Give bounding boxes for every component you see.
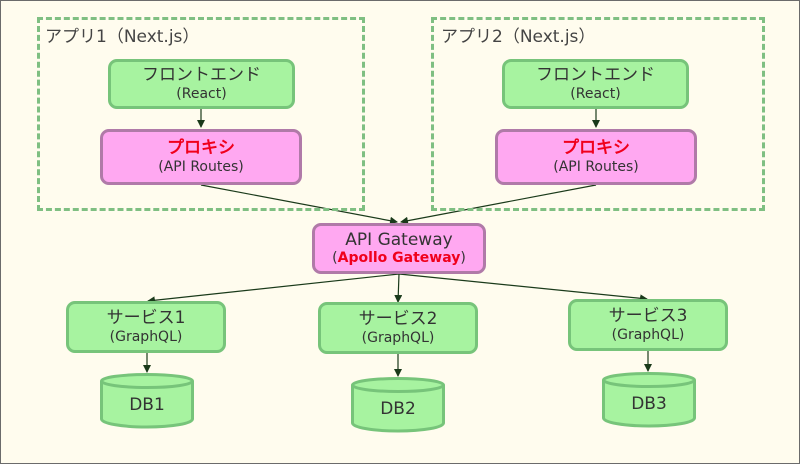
db3-label: DB3 (631, 394, 667, 414)
db1-cylinder: DB1 (100, 373, 194, 429)
app1-proxy-node: プロキシ (API Routes) (100, 129, 302, 185)
app2-frontend-subtitle: (React) (570, 85, 621, 102)
db3-cylinder-shape (602, 372, 696, 428)
service3-subtitle: (GraphQL) (611, 326, 685, 343)
service3-title: サービス3 (608, 306, 688, 327)
service2-title: サービス2 (358, 309, 438, 330)
service1-node: サービス1 (GraphQL) (66, 301, 226, 353)
app1-group (37, 17, 365, 211)
api-gateway-subtitle-open: ( (332, 250, 338, 267)
app2-group (431, 17, 765, 211)
app2-proxy-title: プロキシ (562, 138, 630, 159)
db1-cylinder-shape (100, 373, 194, 429)
service2-subtitle: (GraphQL) (361, 329, 435, 346)
api-gateway-subtitle-highlight: Apollo Gateway (337, 250, 461, 267)
service2-node: サービス2 (GraphQL) (318, 302, 478, 354)
api-gateway-subtitle: (Apollo Gateway) (332, 250, 466, 267)
arrow-proxy2-to-gateway (400, 184, 597, 225)
db2-label: DB2 (380, 399, 416, 419)
service1-subtitle: (GraphQL) (109, 328, 183, 345)
app1-frontend-title: フロントエンド (142, 65, 261, 86)
arrow-gateway-to-service2 (394, 273, 403, 303)
app1-frontend-node: フロントエンド (React) (108, 59, 295, 109)
app2-frontend-title: フロントエンド (536, 65, 655, 86)
arrow-gateway-to-service3 (398, 273, 648, 303)
app1-proxy-title: プロキシ (167, 138, 235, 159)
app2-proxy-subtitle: (API Routes) (553, 158, 639, 175)
arrow-gateway-to-service1 (147, 273, 400, 305)
db1-label: DB1 (129, 395, 165, 415)
arrow-proxy1-to-gateway (200, 184, 398, 225)
app1-proxy-subtitle: (API Routes) (158, 158, 244, 175)
app2-proxy-node: プロキシ (API Routes) (495, 129, 697, 185)
service1-title: サービス1 (106, 308, 186, 329)
api-gateway-subtitle-close: ) (460, 250, 466, 267)
api-gateway-title: API Gateway (345, 229, 453, 250)
api-gateway-node: API Gateway (Apollo Gateway) (312, 223, 486, 274)
app1-frontend-subtitle: (React) (176, 85, 227, 102)
db3-cylinder: DB3 (602, 372, 696, 428)
app1-group-label: アプリ1（Next.js） (45, 27, 200, 47)
app2-group-label: アプリ2（Next.js） (441, 27, 596, 47)
db2-cylinder-shape (351, 377, 445, 433)
db2-cylinder: DB2 (351, 377, 445, 433)
app2-frontend-node: フロントエンド (React) (502, 59, 689, 109)
service3-node: サービス3 (GraphQL) (568, 299, 728, 351)
